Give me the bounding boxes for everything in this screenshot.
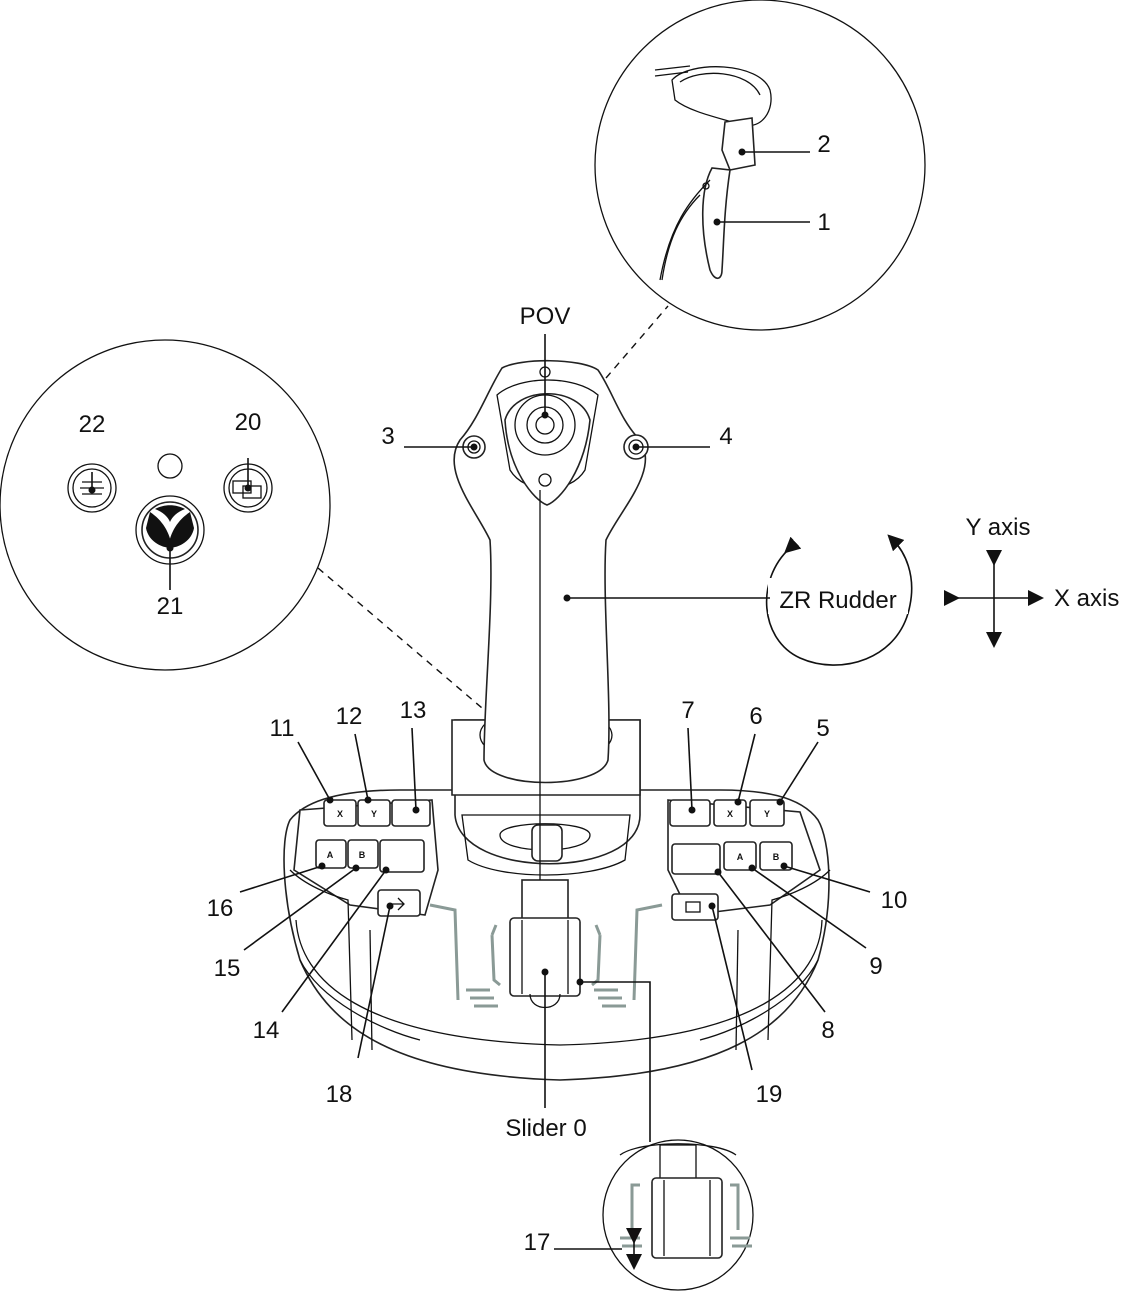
callout-6: 6 (749, 703, 762, 730)
slider-guides (429, 903, 663, 1008)
callout-labels: POV ZR Rudder Y axis X axis Slider 0 1 2… (79, 131, 1120, 1256)
left-y-key (357, 799, 391, 827)
left-y-key-label: Y (371, 809, 377, 819)
callout-5: 5 (816, 715, 829, 742)
callout-1: 1 (817, 209, 830, 236)
left-b-key-label: B (359, 850, 366, 860)
pov-label: POV (520, 303, 571, 330)
right-key-cluster: X Y A B (669, 799, 793, 921)
left-key-13 (391, 799, 431, 827)
callout-17: 17 (524, 1229, 551, 1256)
callout-9: 9 (869, 953, 882, 980)
callout-19: 19 (756, 1081, 783, 1108)
zr-rudder-label: ZR Rudder (779, 587, 896, 614)
callout-7: 7 (681, 697, 694, 724)
callout-20: 20 (235, 409, 262, 436)
callout-14: 14 (253, 1017, 280, 1044)
callout-3: 3 (381, 423, 394, 450)
left-x-key-label: X (337, 809, 343, 819)
callout-4: 4 (719, 423, 732, 450)
right-y-key-label: Y (764, 809, 770, 819)
trigger-detail-inset (594, 0, 926, 331)
callout-22: 22 (79, 411, 106, 438)
x-axis-label: X axis (1054, 585, 1119, 612)
y-axis-label: Y axis (966, 514, 1031, 541)
right-x-key (713, 799, 747, 827)
callout-2: 2 (817, 131, 830, 158)
xbox-buttons-inset (0, 339, 331, 671)
slider-detail-inset (554, 1139, 754, 1291)
left-key-18 (377, 889, 421, 917)
right-key-7 (669, 799, 711, 827)
right-x-key-label: X (727, 809, 733, 819)
callout-8: 8 (821, 1017, 834, 1044)
trigger-inset-pointer (605, 305, 669, 379)
xy-axis-indicator (944, 550, 1044, 648)
right-a-key-label: A (737, 852, 744, 862)
trigger-2 (721, 117, 756, 171)
slider-label: Slider 0 (505, 1115, 586, 1142)
right-y-key (749, 799, 785, 827)
led-indicator (157, 453, 183, 479)
right-b-key-label: B (773, 852, 780, 862)
left-a-key-label: A (327, 850, 334, 860)
callout-10: 10 (881, 887, 908, 914)
callout-13: 13 (400, 697, 427, 724)
callout-18: 18 (326, 1081, 353, 1108)
callout-16: 16 (207, 895, 234, 922)
right-key-19 (671, 893, 719, 921)
xbox-inset-pointer (317, 567, 483, 709)
slider-throttle (509, 879, 581, 1008)
menu-button (67, 463, 117, 513)
right-a-key (723, 841, 757, 871)
callout-12: 12 (336, 703, 363, 730)
callout-21: 21 (157, 593, 184, 620)
left-a-key (315, 839, 347, 869)
leader-lines (239, 334, 871, 1142)
left-x-key (323, 799, 357, 827)
right-key-8 (671, 843, 721, 875)
callout-11: 11 (270, 715, 295, 742)
zr-rudder-indicator (765, 534, 913, 666)
left-b-key (347, 839, 379, 869)
callout-15: 15 (214, 955, 241, 982)
left-key-14 (379, 839, 425, 873)
